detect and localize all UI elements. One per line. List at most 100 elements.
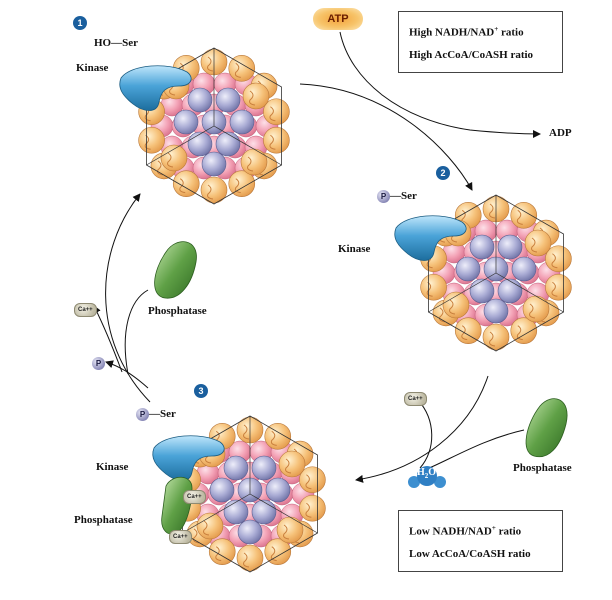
phosphate-icon: P — [136, 408, 149, 421]
lavender-subunit — [251, 499, 277, 525]
cage-edge — [249, 493, 318, 534]
arrow-phosphatase-release — [124, 289, 149, 375]
yellow-subunit-fold — [269, 134, 276, 150]
yellow-subunit — [276, 516, 304, 544]
arrow-p-release — [105, 360, 149, 389]
arrow-complex1-to-complex2 — [299, 83, 473, 191]
yellow-subunit — [138, 126, 165, 154]
yellow-subunit-fold — [426, 281, 433, 297]
released-phosphate: P — [92, 354, 105, 372]
yellow-subunit — [263, 126, 290, 154]
arrow-phosphatase-joins — [419, 429, 525, 473]
yellow-subunit-fold — [551, 253, 558, 269]
pdh-complex-3 — [152, 415, 326, 573]
complex3-ca-1: Ca++ — [183, 485, 206, 504]
yellow-subunit-fold — [234, 178, 241, 194]
free-phosphatase-right-label: Phosphatase — [513, 462, 572, 474]
kinase-enzyme — [119, 65, 192, 111]
yellow-subunit-fold — [207, 184, 214, 200]
lavender-subunit — [229, 109, 255, 135]
step-badge-1: 1 — [73, 16, 87, 30]
yellow-subunit — [420, 273, 447, 301]
yellow-subunit — [545, 273, 572, 301]
arrow-complex2-to-complex3 — [355, 375, 489, 483]
yellow-subunit-fold — [283, 524, 290, 540]
kinase-enzyme — [394, 215, 467, 261]
cage-edge — [213, 125, 282, 166]
complex1-ho-ser: HO—Ser — [94, 37, 139, 49]
yellow-subunit-fold — [144, 134, 151, 150]
free-phosphatase-left-shape — [154, 241, 197, 299]
lavender-subunit — [497, 278, 523, 304]
lavender-subunit — [223, 455, 249, 481]
lavender-subunit — [223, 499, 249, 525]
yellow-subunit-fold — [461, 325, 468, 341]
yellow-subunit-fold — [234, 62, 241, 78]
lavender-subunit — [237, 519, 263, 545]
lavender-subunit — [511, 256, 537, 282]
yellow-subunit — [522, 295, 550, 323]
atp-molecule: ATP — [313, 8, 363, 30]
phosphate-icon: P — [377, 190, 390, 203]
low-ratio-box: Low NADH/NAD+ ratio Low AcCoA/CoASH rati… — [398, 510, 563, 572]
lavender-subunit — [187, 87, 213, 113]
yellow-subunit-fold — [167, 152, 174, 168]
high-ratio-box: High NADH/NAD+ ratio High AcCoA/CoASH ra… — [398, 11, 563, 73]
yellow-subunit-fold — [516, 209, 523, 225]
yellow-subunit — [242, 82, 270, 110]
complex3-phosphatase-label: Phosphatase — [74, 514, 133, 526]
lavender-subunit — [201, 151, 227, 177]
low-nadh-ratio: Low NADH/NAD+ ratio — [409, 524, 522, 538]
lavender-subunit — [215, 131, 241, 157]
lavender-subunit — [251, 455, 277, 481]
free-phosphatase-left-label: Phosphatase — [148, 305, 207, 317]
yellow-subunit-fold — [489, 203, 496, 219]
yellow-subunit-fold — [215, 546, 222, 562]
complex2-kinase-label: Kinase — [338, 243, 371, 255]
lavender-subunit — [215, 87, 241, 113]
yellow-subunit-fold — [529, 303, 536, 319]
yellow-subunit-fold — [249, 90, 256, 106]
yellow-subunit-fold — [305, 502, 312, 518]
calcium-ion-right: Ca++ — [404, 387, 427, 406]
kinase-enzyme — [152, 435, 225, 481]
lavender-subunit — [187, 131, 213, 157]
complex1-kinase-label: Kinase — [76, 62, 109, 74]
yellow-subunit-fold — [243, 552, 250, 568]
yellow-subunit-fold — [516, 325, 523, 341]
yellow-subunit-fold — [203, 520, 210, 536]
yellow-subunit-fold — [531, 237, 538, 253]
step-badge-3: 3 — [194, 384, 208, 398]
high-nadh-ratio: High NADH/NAD+ ratio — [409, 25, 524, 39]
complex3-ca-2: Ca++ — [169, 525, 192, 544]
yellow-subunit-fold — [551, 281, 558, 297]
low-acoa-ratio: Low AcCoA/CoASH ratio — [409, 547, 531, 560]
yellow-subunit-fold — [439, 307, 446, 323]
water-molecule — [408, 466, 446, 488]
free-phosphatase-right-shape — [525, 398, 568, 458]
cage-edge — [428, 272, 497, 313]
adp-label: ADP — [549, 127, 572, 139]
yellow-subunit — [299, 494, 326, 522]
yellow-subunit-fold — [305, 474, 312, 490]
yellow-subunit — [524, 229, 552, 257]
lavender-subunit — [173, 109, 199, 135]
yellow-subunit-fold — [157, 160, 164, 176]
yellow-subunit-fold — [193, 528, 200, 544]
lavender-subunit — [469, 234, 495, 260]
lavender-subunit — [209, 477, 235, 503]
lavender-subunit — [497, 234, 523, 260]
yellow-subunit — [278, 450, 306, 478]
lavender-subunit — [483, 298, 509, 324]
cage-edge — [182, 493, 251, 534]
cage-edge — [495, 272, 564, 313]
arrow-complex3-to-complex1 — [105, 193, 151, 403]
yellow-subunit-fold — [285, 458, 292, 474]
yellow-subunit-fold — [179, 178, 186, 194]
yellow-subunit-fold — [269, 106, 276, 122]
step-badge-2: 2 — [436, 166, 450, 180]
complex2-p-ser: P—Ser — [377, 190, 417, 203]
yellow-subunit-fold — [489, 331, 496, 347]
complex3-p-ser: P—Ser — [136, 408, 176, 421]
